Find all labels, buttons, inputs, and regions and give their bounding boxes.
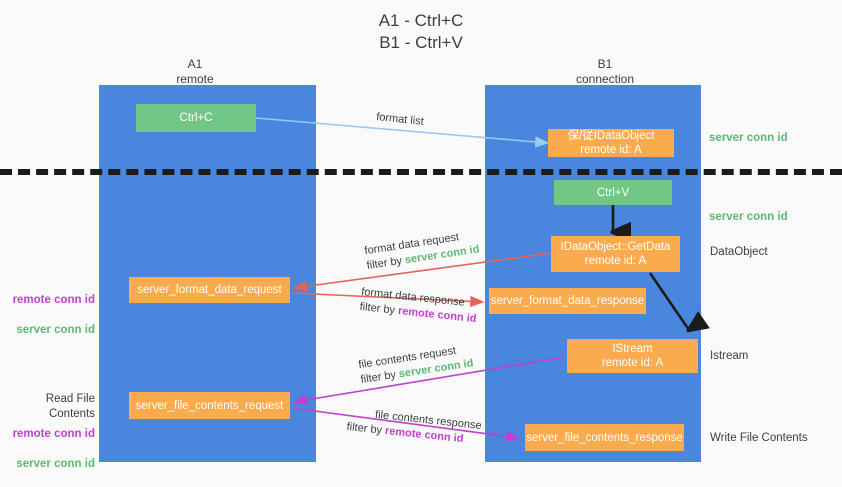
note-remote-conn-id-2: remote conn id [12, 428, 95, 440]
edge-label-format-data-request: format data request filter by server con… [364, 228, 481, 274]
note-conn-ids-file: remote conn id server conn id [0, 412, 95, 487]
note-istream: Istream [710, 350, 749, 362]
box-idataobject-getdata[interactable]: IDataObject::GetData remote id: A [551, 236, 680, 272]
box-server-format-data-response[interactable]: server_format_data_response [489, 288, 646, 314]
note-remote-conn-id-1: remote conn id [12, 294, 95, 306]
note-data-object: DataObject [710, 246, 768, 258]
edge-label-format-data-response: format data response filter by remote co… [359, 285, 479, 327]
note-server-conn-id-1: server conn id [16, 324, 95, 336]
box-ctrl-c[interactable]: Ctrl+C [136, 104, 256, 132]
box-server-format-data-request[interactable]: server_format_data_request [129, 277, 290, 303]
edge-label-file-contents-request: file contents request filter by server c… [358, 342, 475, 388]
box-server-file-contents-response[interactable]: server_file_contents_response [525, 424, 684, 451]
note-server-conn-id-top: server conn id [709, 132, 788, 144]
box-server-file-contents-request[interactable]: server_file_contents_request [129, 392, 290, 419]
box-istream[interactable]: IStream remote id: A [567, 339, 698, 373]
box-ctrl-v[interactable]: Ctrl+V [554, 180, 672, 205]
edge-label-file-contents-response: file contents response filter by remote … [346, 405, 482, 449]
note-server-conn-id-2: server conn id [16, 458, 95, 470]
filter-prefix: filter by [346, 420, 386, 437]
column-header-a1: A1 remote [176, 57, 214, 86]
note-read-file-contents: Read File Contents [45, 393, 95, 420]
edge-label-format-list: format list [375, 110, 425, 128]
box-idataobject-create[interactable]: 保/従IDataObject remote id: A [548, 129, 674, 157]
page-title: A1 - Ctrl+C B1 - Ctrl+V [378, 11, 464, 52]
filter-prefix: filter by [359, 300, 399, 317]
note-server-conn-id-mid: server conn id [709, 211, 788, 223]
phase-divider [0, 169, 842, 175]
column-header-b1: B1 connection [575, 57, 635, 86]
note-write-file-contents: Write File Contents [710, 432, 808, 444]
note-conn-ids-format: remote conn id server conn id [0, 278, 95, 353]
